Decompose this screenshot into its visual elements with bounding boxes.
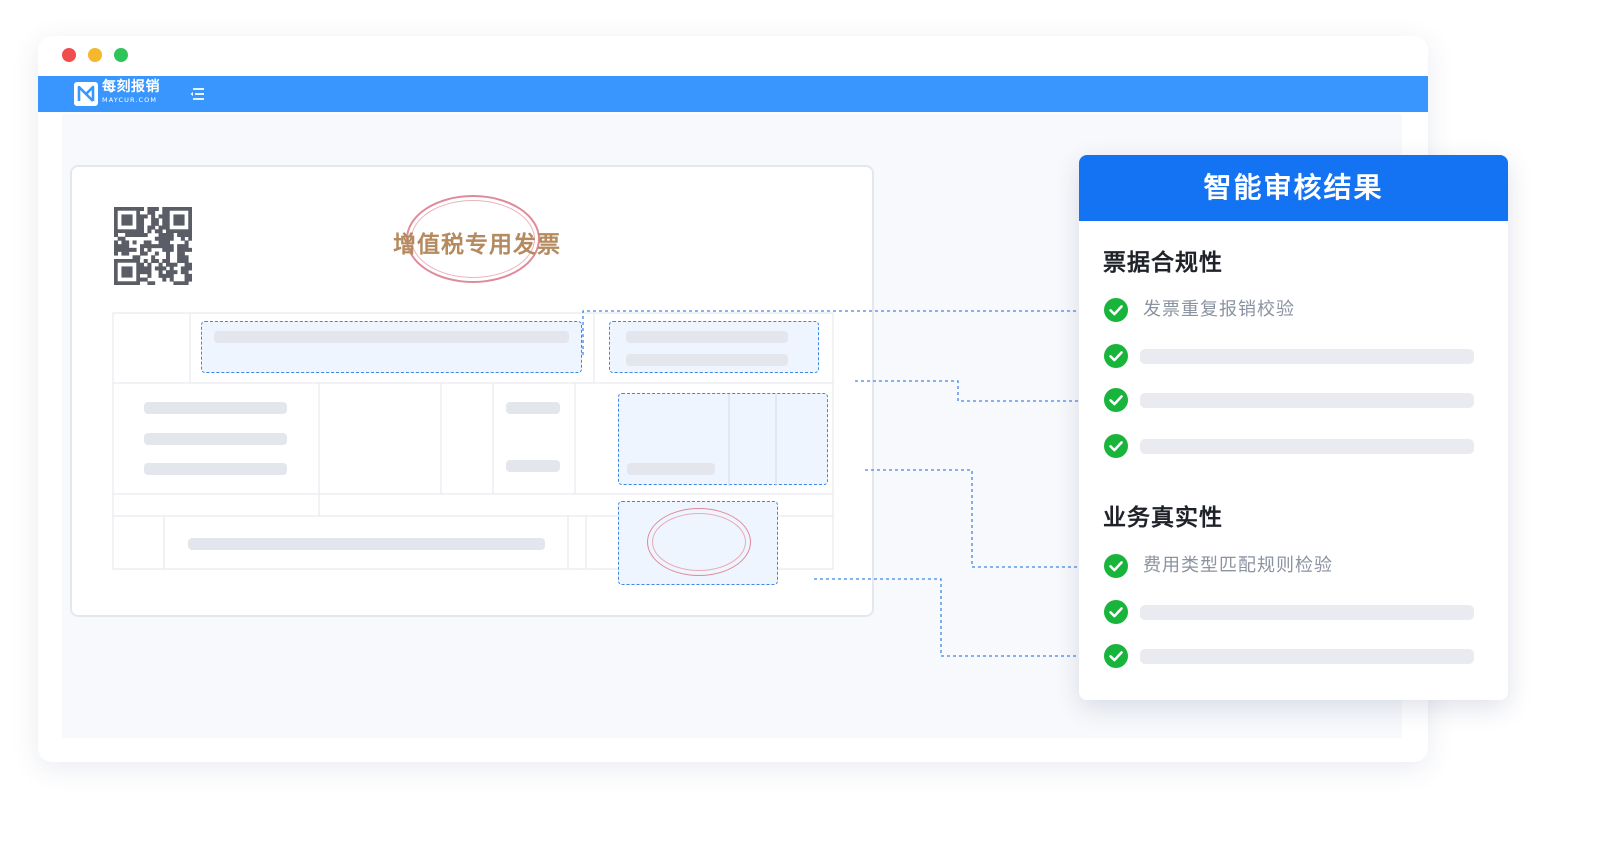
qr-code-icon bbox=[114, 207, 192, 285]
maycur-logo-icon bbox=[74, 82, 98, 106]
check-circle-icon bbox=[1104, 600, 1128, 624]
brand-name: 每刻报销 bbox=[102, 79, 160, 95]
item-name-placeholder-2 bbox=[144, 433, 287, 445]
check-item[interactable] bbox=[1103, 387, 1483, 413]
invoice-seal-highlight[interactable] bbox=[618, 501, 778, 585]
section-title-authenticity: 业务真实性 bbox=[1103, 505, 1223, 531]
invoice-title: 增值税专用发票 bbox=[393, 232, 561, 258]
audit-result-panel: 智能审核结果 票据合规性 发票重复报销校验 业务真实性 bbox=[1079, 155, 1508, 700]
check-placeholder bbox=[1140, 393, 1474, 408]
app-header-bar: 每刻报销 MAYCUR.COM bbox=[38, 76, 1428, 112]
check-circle-icon bbox=[1104, 554, 1128, 578]
maximize-window-button[interactable] bbox=[114, 48, 128, 62]
check-item[interactable]: 费用类型匹配规则检验 bbox=[1103, 553, 1483, 579]
check-item[interactable] bbox=[1103, 433, 1483, 459]
check-circle-icon bbox=[1104, 298, 1128, 322]
password-placeholder-2 bbox=[626, 354, 788, 366]
minimize-window-button[interactable] bbox=[88, 48, 102, 62]
invoice-title-stamp bbox=[406, 195, 540, 283]
check-item[interactable]: 发票重复报销校验 bbox=[1103, 297, 1483, 323]
check-circle-icon bbox=[1104, 434, 1128, 458]
password-placeholder-1 bbox=[626, 331, 788, 343]
check-item[interactable] bbox=[1103, 643, 1483, 669]
amount-highlight[interactable] bbox=[618, 393, 828, 486]
check-label: 发票重复报销校验 bbox=[1143, 299, 1295, 320]
check-item[interactable] bbox=[1103, 343, 1483, 369]
check-circle-icon bbox=[1104, 388, 1128, 412]
password-area-highlight[interactable] bbox=[609, 321, 819, 373]
panel-title: 智能审核结果 bbox=[1079, 155, 1508, 221]
item-name-placeholder-1 bbox=[144, 402, 287, 414]
check-placeholder bbox=[1140, 605, 1474, 620]
check-circle-icon bbox=[1104, 644, 1128, 668]
amount-highlight-dividers bbox=[728, 394, 777, 486]
check-item[interactable] bbox=[1103, 599, 1483, 625]
invoice-seal-stamp bbox=[647, 508, 751, 576]
check-placeholder bbox=[1140, 439, 1474, 454]
close-window-button[interactable] bbox=[62, 48, 76, 62]
amount-placeholder bbox=[627, 463, 715, 475]
vat-invoice: 增值税专用发票 bbox=[70, 165, 874, 617]
item-qty-placeholder-1 bbox=[506, 402, 560, 414]
buyer-info-highlight[interactable] bbox=[201, 321, 582, 373]
check-label: 费用类型匹配规则检验 bbox=[1143, 555, 1333, 576]
seller-info-placeholder bbox=[188, 538, 545, 550]
item-qty-placeholder-2 bbox=[506, 460, 560, 472]
check-placeholder bbox=[1140, 349, 1474, 364]
brand-domain: MAYCUR.COM bbox=[102, 96, 158, 104]
check-circle-icon bbox=[1104, 344, 1128, 368]
item-name-placeholder-3 bbox=[144, 463, 287, 475]
buyer-info-placeholder bbox=[214, 331, 569, 343]
menu-collapse-icon[interactable] bbox=[188, 85, 206, 103]
check-placeholder bbox=[1140, 649, 1474, 664]
section-title-compliance: 票据合规性 bbox=[1103, 250, 1223, 276]
